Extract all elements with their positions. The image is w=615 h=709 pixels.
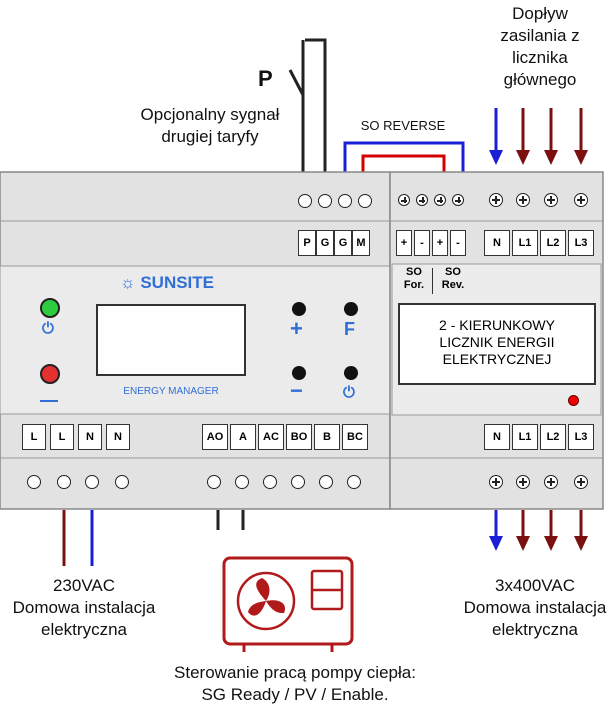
- em-bottom-terminal[interactable]: [57, 475, 71, 489]
- em-top-terminal[interactable]: [318, 194, 332, 208]
- button-f-label: F: [344, 319, 355, 339]
- em-label-g1: G: [316, 230, 334, 256]
- tariff-switch-blade: [288, 69, 305, 96]
- button-plus-label: +: [290, 316, 303, 341]
- meter-out-label-l2: L2: [540, 424, 566, 450]
- so-for-label: SO For.: [403, 266, 425, 291]
- button-power-dot[interactable]: [344, 366, 358, 380]
- meter-in-label-n: N: [484, 230, 510, 256]
- meter-out-screw-n[interactable]: [489, 475, 503, 489]
- em-top-terminal[interactable]: [298, 194, 312, 208]
- status-led-red: [40, 364, 60, 384]
- out-l2-arrow: [544, 536, 558, 551]
- em-bottom-terminal[interactable]: [235, 475, 249, 489]
- em-bottom-terminal[interactable]: [207, 475, 221, 489]
- em-bottom-terminal[interactable]: [85, 475, 99, 489]
- status-led-green: [40, 298, 60, 318]
- button-minus-dot[interactable]: [292, 366, 306, 380]
- em-label-bo: BO: [286, 424, 312, 450]
- sun-icon: ☼: [120, 273, 136, 292]
- em-label-bc: BC: [342, 424, 368, 450]
- meter-in-screw-l3[interactable]: [574, 193, 588, 207]
- em-label-n2: N: [106, 424, 130, 450]
- control-label: Sterowanie pracą pompy ciepła: SG Ready …: [174, 663, 416, 704]
- meter-label-so-for-minus: -: [414, 230, 430, 256]
- em-top-terminal[interactable]: [338, 194, 352, 208]
- meter-out-label-n: N: [484, 424, 510, 450]
- meter-in-label-l2: L2: [540, 230, 566, 256]
- meter-in-label-l1: L1: [512, 230, 538, 256]
- meter-label-so-for-plus: +: [396, 230, 412, 256]
- right-supply-label: 3x400VAC Domowa instalacja elektryczna: [463, 576, 607, 639]
- em-brand: SUNSITE: [140, 273, 215, 292]
- em-bottom-terminal[interactable]: [27, 475, 41, 489]
- optional-signal-label: Opcjonalny sygnał drugiej taryfy: [140, 105, 280, 146]
- in-l2-arrow: [544, 150, 558, 165]
- meter-display: 2 - KIERUNKOWY LICZNIK ENERGII ELEKTRYCZ…: [398, 303, 596, 385]
- switch-p-label: P: [258, 66, 273, 91]
- meter-out-label-l1: L1: [512, 424, 538, 450]
- meter-label-so-rev-minus: -: [450, 230, 466, 256]
- in-l3-arrow: [574, 150, 588, 165]
- em-bottom-terminal[interactable]: [347, 475, 361, 489]
- relay-icon: [40, 390, 58, 402]
- em-label-g2: G: [334, 230, 352, 256]
- em-label-a: A: [230, 424, 256, 450]
- in-l1-arrow: [516, 150, 530, 165]
- meter-in-label-l3: L3: [568, 230, 594, 256]
- so-rev-label: SO Rev.: [441, 266, 465, 291]
- em-bottom-terminal[interactable]: [291, 475, 305, 489]
- em-bottom-terminal[interactable]: [115, 475, 129, 489]
- so-reverse-label: SO REVERSE: [360, 118, 446, 133]
- meter-out-screw-l2[interactable]: [544, 475, 558, 489]
- so-reverse-blue-wire: [343, 141, 465, 182]
- tariff-wire-right: [305, 38, 327, 182]
- meter-in-screw-l1[interactable]: [516, 193, 530, 207]
- em-top-terminal[interactable]: [358, 194, 372, 208]
- out-n-arrow: [489, 536, 503, 551]
- em-footer: ENERGY MANAGER: [123, 386, 219, 397]
- em-logo: ☼ SUNSITE: [120, 273, 214, 293]
- out-l1-arrow: [516, 536, 530, 551]
- em-label-ao: AO: [202, 424, 228, 450]
- so-reverse-red-wire: [361, 154, 446, 182]
- left-supply-label: 230VAC Domowa instalacja elektryczna: [12, 576, 156, 639]
- meter-led: [568, 395, 579, 406]
- meter-out-screw-l3[interactable]: [574, 475, 588, 489]
- em-label-l1: L: [22, 424, 46, 450]
- em-bottom-terminal[interactable]: [263, 475, 277, 489]
- meter-in-screw-n[interactable]: [489, 193, 503, 207]
- meter-so-screw[interactable]: [452, 194, 464, 206]
- heat-pump-icon: [222, 556, 354, 652]
- meter-out-screw-l1[interactable]: [516, 475, 530, 489]
- em-label-m: M: [352, 230, 370, 256]
- button-plus-dot[interactable]: [292, 302, 306, 316]
- em-label-p: P: [298, 230, 316, 256]
- em-bottom-terminal[interactable]: [319, 475, 333, 489]
- power-icon: ⏻: [42, 320, 54, 337]
- meter-so-screw[interactable]: [434, 194, 446, 206]
- so-divider: [432, 268, 433, 294]
- meter-out-label-l3: L3: [568, 424, 594, 450]
- meter-in-screw-l2[interactable]: [544, 193, 558, 207]
- em-label-ac: AC: [258, 424, 284, 450]
- out-l3-arrow: [574, 536, 588, 551]
- meter-so-screw[interactable]: [398, 194, 410, 206]
- in-n-arrow: [489, 150, 503, 165]
- em-display: [96, 304, 246, 376]
- em-label-l2: L: [50, 424, 74, 450]
- meter-label-so-rev-plus: +: [432, 230, 448, 256]
- em-label-n1: N: [78, 424, 102, 450]
- em-label-b: B: [314, 424, 340, 450]
- button-power-label: ⏻: [343, 384, 355, 401]
- inflow-label: Dopływ zasilania z licznika głównego: [500, 4, 580, 89]
- meter-so-screw[interactable]: [416, 194, 428, 206]
- button-f-dot[interactable]: [344, 302, 358, 316]
- button-minus-label: −: [290, 378, 303, 403]
